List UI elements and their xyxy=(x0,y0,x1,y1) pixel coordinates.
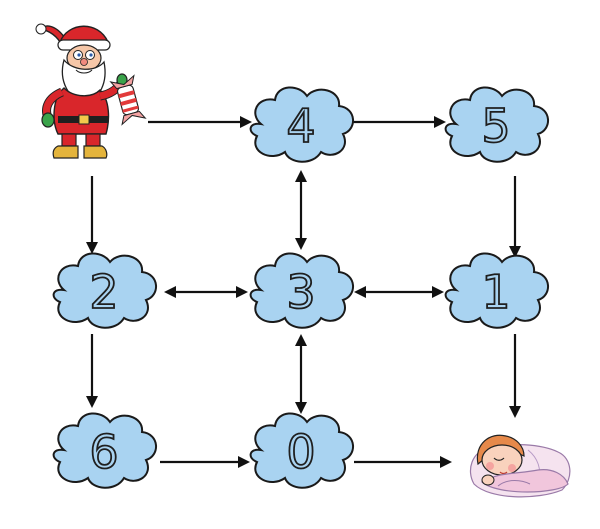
santa-claus-icon xyxy=(35,23,147,159)
arrow-c2-to-c3 xyxy=(164,286,248,298)
cloud-number: 2 xyxy=(89,265,118,319)
arrow-c2-to-c6 xyxy=(86,334,98,408)
arrow-c5-to-c1 xyxy=(509,176,521,258)
cloud-number: 6 xyxy=(89,425,118,479)
arrow-start-to-c2 xyxy=(86,176,98,254)
cloud-4: 4 xyxy=(249,86,355,163)
cloud-3: 3 xyxy=(249,252,355,329)
cloud-number: 3 xyxy=(286,265,315,319)
arrow-c4-to-c5 xyxy=(342,116,446,128)
arrow-layer xyxy=(86,116,521,468)
cloud-5: 5 xyxy=(444,86,550,163)
cloud-2: 2 xyxy=(52,252,158,329)
cloud-0: 0 xyxy=(249,412,355,489)
arrow-c4-to-c3 xyxy=(295,170,307,250)
arrow-c0-to-goal xyxy=(354,456,452,468)
arrow-c3-to-c0 xyxy=(295,334,307,414)
arrow-c6-to-c0 xyxy=(160,456,250,468)
sleeping-child-icon xyxy=(469,434,571,498)
arrow-c1-to-goal xyxy=(509,334,521,418)
cloud-number: 5 xyxy=(481,99,510,153)
arrow-c3-to-c1 xyxy=(354,286,444,298)
cloud-6: 6 xyxy=(52,412,158,489)
cloud-number: 4 xyxy=(286,99,315,153)
cloud-1: 1 xyxy=(444,252,550,329)
cloud-number: 0 xyxy=(286,425,315,479)
cloud-layer: 4 5 2 3 1 6 0 xyxy=(52,86,550,489)
arrow-start-to-c4 xyxy=(148,116,252,128)
cloud-number: 1 xyxy=(481,265,510,319)
